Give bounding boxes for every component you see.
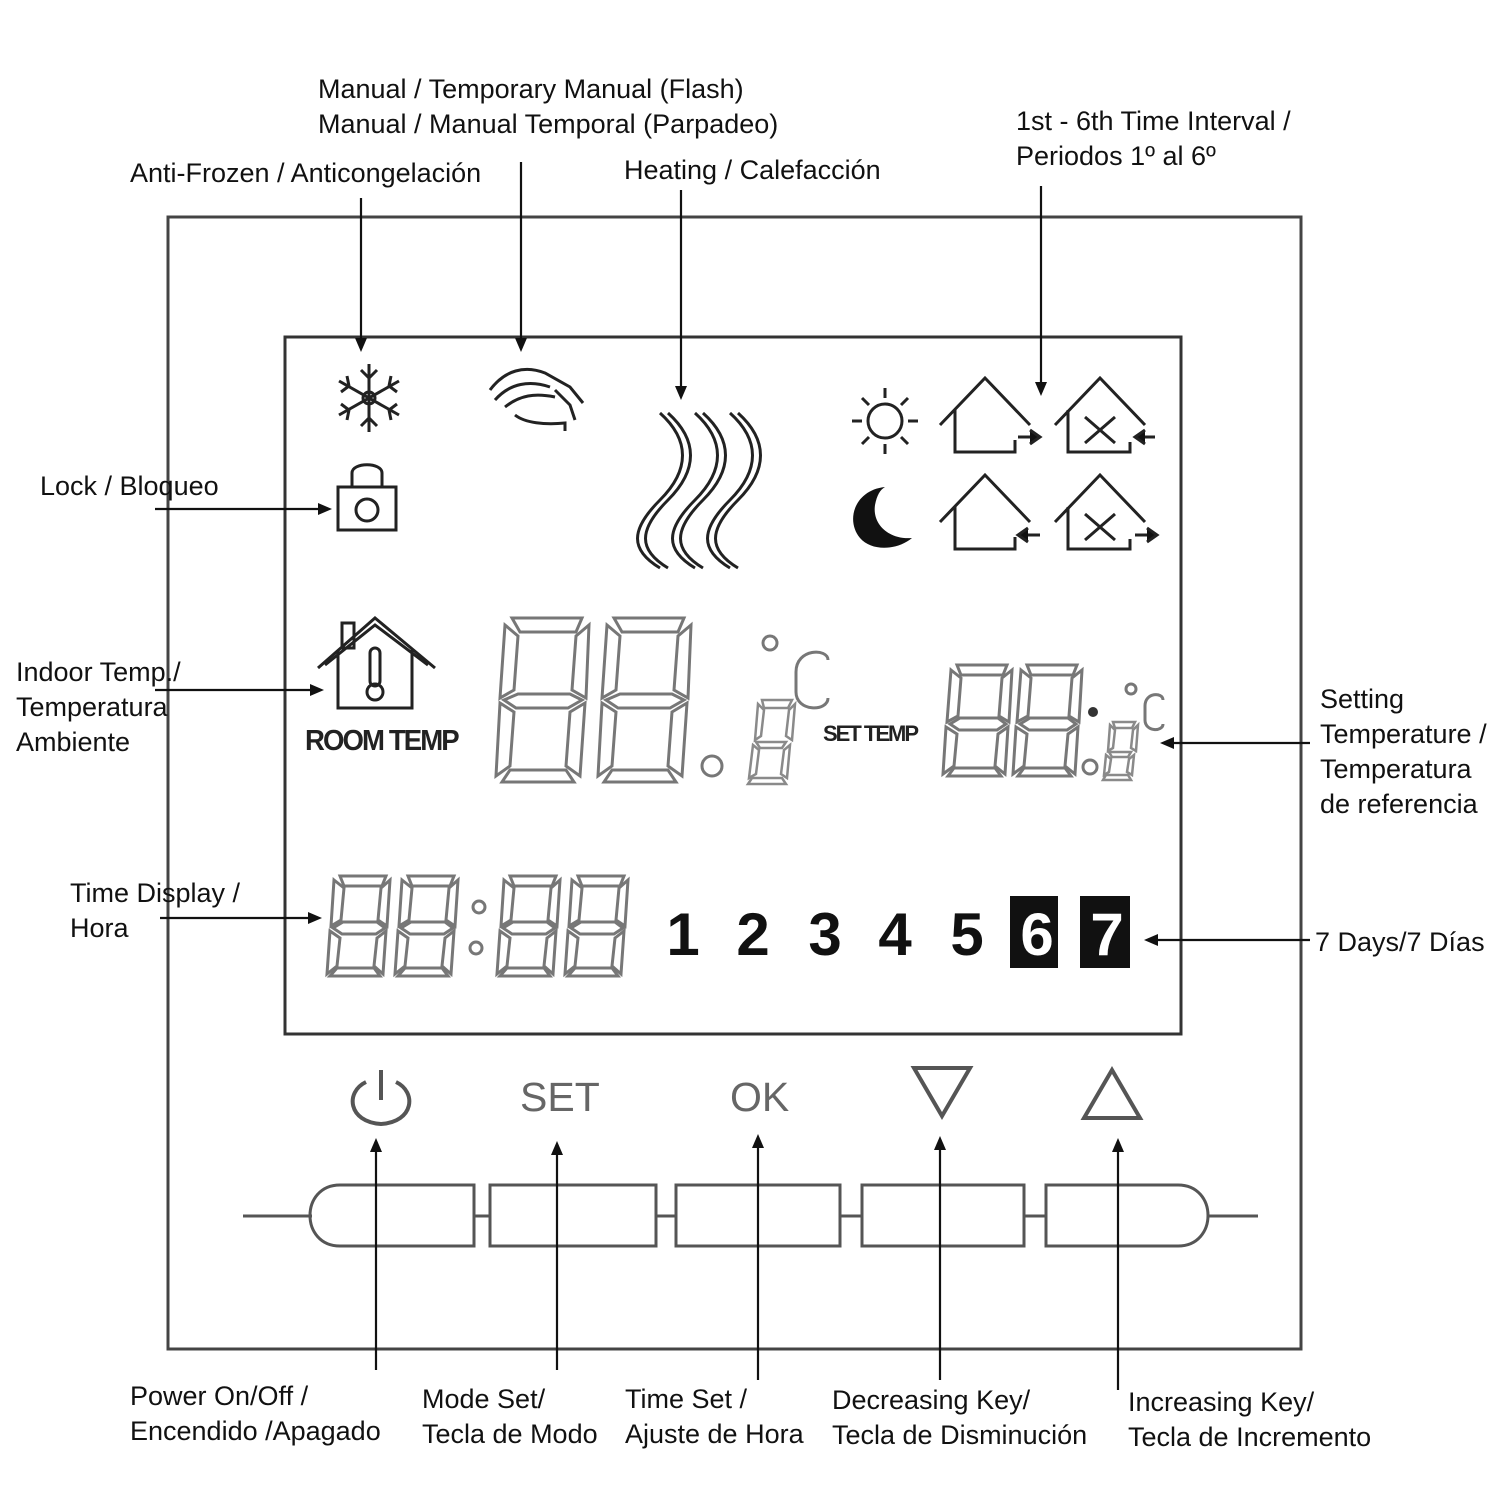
label-time-set: Time Set / Ajuste de Hora bbox=[625, 1384, 804, 1449]
set-temp-digit-2 bbox=[1011, 663, 1084, 778]
time-digit-3 bbox=[495, 874, 562, 978]
annotation-lines bbox=[155, 162, 1310, 1390]
sun-icon bbox=[852, 388, 918, 454]
room-temp-degree-symbol bbox=[761, 634, 779, 652]
label-heating: Heating / Calefacción bbox=[624, 155, 881, 185]
label-time-display: Time Display / Hora bbox=[70, 878, 241, 943]
time-colon-bottom bbox=[468, 940, 484, 956]
increase-key[interactable] bbox=[1044, 1183, 1210, 1248]
day-4: 4 bbox=[878, 901, 912, 968]
label-mode-set: Mode Set/ Tecla de Modo bbox=[422, 1384, 598, 1449]
set-temp-decimal-digit bbox=[1100, 720, 1140, 782]
room-temp-digit-2 bbox=[596, 616, 693, 784]
day-2: 2 bbox=[736, 901, 770, 968]
day-1: 1 bbox=[666, 901, 700, 968]
label-seven-days: 7 Days/7 Días bbox=[1315, 927, 1485, 957]
room-temp-label: ROOM TEMP bbox=[305, 725, 460, 757]
label-indoor-temp: Indoor Temp./ Temperatura Ambiente bbox=[16, 657, 181, 757]
home-dining-icon bbox=[1053, 375, 1155, 454]
set-key[interactable] bbox=[488, 1183, 658, 1248]
snowflake-icon bbox=[338, 364, 400, 432]
room-temp-decimal-digit bbox=[745, 698, 797, 786]
room-temp-celsius-c bbox=[794, 650, 830, 710]
decrease-key[interactable] bbox=[860, 1183, 1026, 1248]
label-manual: Manual / Temporary Manual (Flash) Manual… bbox=[318, 74, 779, 139]
moon-icon bbox=[853, 487, 912, 548]
set-temp-digit-1 bbox=[941, 663, 1014, 778]
heating-icon bbox=[636, 411, 762, 570]
day-7: 7 bbox=[1090, 901, 1124, 968]
ok-button-label: OK bbox=[730, 1074, 790, 1120]
annotation-arrowheads bbox=[308, 338, 1174, 1155]
day-6-highlight bbox=[1010, 896, 1058, 968]
set-temp-decimal-point bbox=[1081, 758, 1099, 776]
label-setting-temp: Setting Temperature / Temperatura de ref… bbox=[1320, 684, 1487, 819]
day-3: 3 bbox=[808, 901, 842, 968]
hand-icon bbox=[488, 367, 585, 431]
label-time-interval: 1st - 6th Time Interval / Periodos 1º al… bbox=[1016, 106, 1291, 171]
day-7-highlight bbox=[1080, 896, 1130, 968]
set-temp-label: SET TEMP bbox=[823, 721, 919, 746]
room-temp-decimal-point bbox=[700, 754, 724, 778]
power-icon bbox=[350, 1070, 412, 1127]
set-temp-celsius-c bbox=[1143, 693, 1165, 731]
time-digit-2 bbox=[393, 874, 460, 978]
device-frame bbox=[166, 215, 1303, 1351]
home-dining-2-icon bbox=[1053, 472, 1160, 551]
day-6: 6 bbox=[1020, 901, 1054, 968]
room-temp-digit-1 bbox=[494, 616, 591, 784]
home-return-icon bbox=[938, 472, 1040, 551]
time-digit-1 bbox=[325, 874, 392, 978]
day-5: 5 bbox=[950, 901, 984, 968]
time-digit-4 bbox=[563, 874, 630, 978]
label-decreasing: Decreasing Key/ Tecla de Disminución bbox=[832, 1385, 1088, 1450]
label-increasing: Increasing Key/ Tecla de Incremento bbox=[1128, 1387, 1372, 1452]
power-key[interactable] bbox=[308, 1183, 476, 1248]
label-anti-frozen: Anti-Frozen / Anticongelación bbox=[130, 158, 482, 188]
lock-icon bbox=[336, 463, 398, 532]
set-temp-dot bbox=[1088, 707, 1098, 717]
time-colon-top bbox=[471, 899, 487, 915]
set-button-label: SET bbox=[520, 1074, 600, 1120]
set-temp-degree-symbol bbox=[1124, 682, 1138, 696]
triangle-down-icon bbox=[910, 1066, 974, 1120]
lcd-screen bbox=[283, 335, 1183, 1036]
indoor-house-icon bbox=[317, 616, 436, 710]
triangle-up-icon bbox=[1080, 1066, 1144, 1120]
label-lock: Lock / Bloqueo bbox=[40, 471, 219, 501]
home-leave-icon bbox=[938, 375, 1043, 454]
label-power: Power On/Off / Encendido /Apagado bbox=[130, 1381, 381, 1446]
